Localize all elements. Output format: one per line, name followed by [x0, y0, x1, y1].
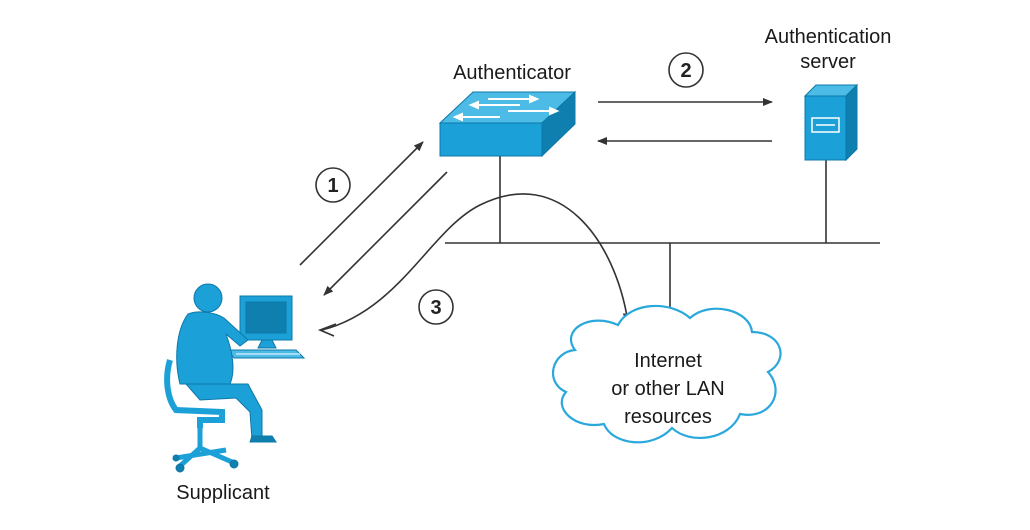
step-1-badge: 1 [315, 167, 351, 203]
cloud-label-line3: resources [624, 406, 712, 428]
cloud-label-line1: Internet [634, 350, 702, 372]
step-3-badge: 3 [418, 289, 454, 325]
cloud-icon [552, 304, 782, 444]
response-arrow [323, 171, 448, 296]
authenticator-label: Authenticator [453, 62, 571, 84]
supplicant-label: Supplicant [176, 482, 270, 504]
step3-access-arrow [321, 193, 631, 331]
step2-arrows [597, 98, 773, 145]
network-switch-icon [438, 90, 577, 158]
step-1-number: 1 [327, 175, 338, 197]
request-arrow [299, 141, 424, 266]
user-at-workstation-icon [164, 283, 306, 473]
auth-server-label-line2: server [800, 51, 856, 73]
step3-arrow-tail-head [317, 323, 337, 337]
auth-server-label-line1: Authentication [764, 26, 892, 48]
cloud-label-line2: or other LAN [611, 378, 725, 400]
step-2-badge: 2 [668, 52, 704, 88]
step-3-number: 3 [430, 297, 441, 319]
network-links [445, 155, 880, 322]
step-2-number: 2 [680, 60, 691, 82]
server-icon [803, 83, 859, 162]
step1-arrows [299, 141, 448, 296]
